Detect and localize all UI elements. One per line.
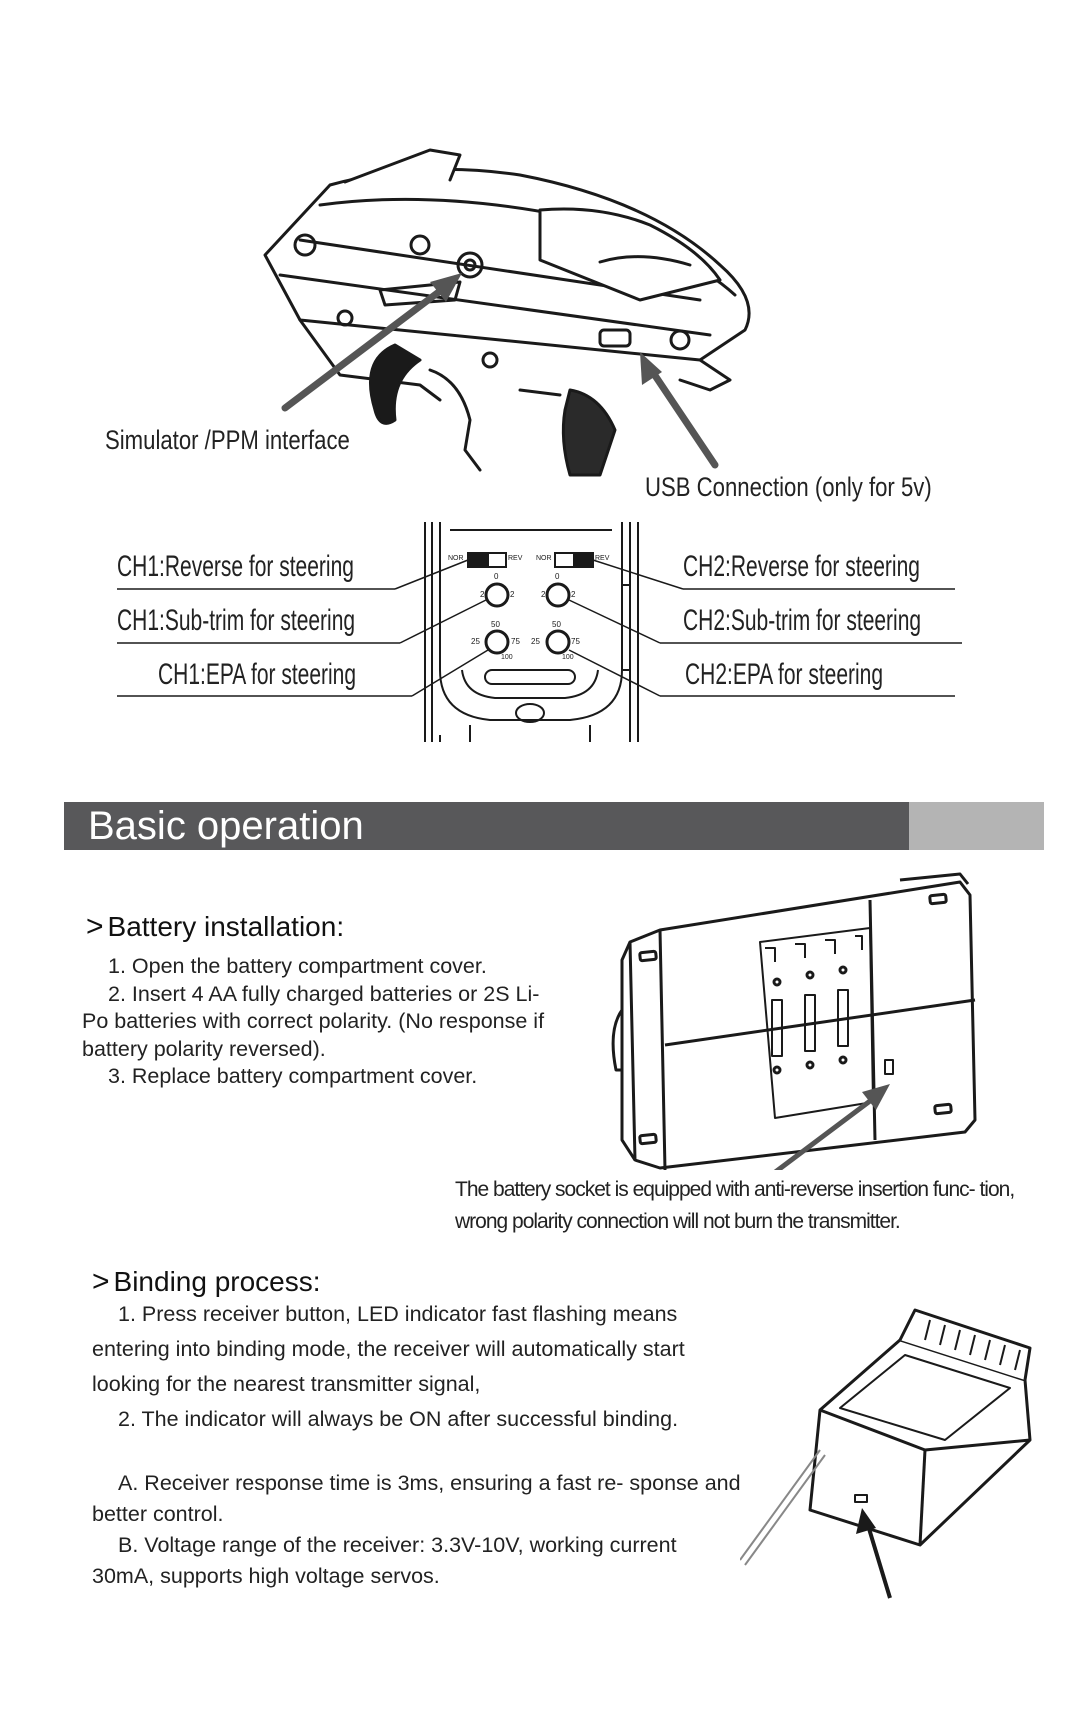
ch2-epa-mark-right: 75 [571, 637, 580, 646]
ch2-switch-nor: NOR [536, 555, 552, 562]
binding-step-2: 2. The indicator will always be ON after… [118, 1407, 679, 1431]
battery-step-2: 2. Insert 4 AA fully charged batteries o… [82, 981, 545, 1061]
battery-marker: > [86, 910, 104, 943]
ch2-epa-mark-top: 50 [552, 620, 561, 629]
ch2-subtrim-mark-top: 0 [555, 572, 560, 581]
section-title: Basic operation [88, 804, 364, 848]
ch2-epa-mark-left: 25 [531, 637, 540, 646]
ch1-subtrim-mark-right: 2 [510, 590, 515, 599]
binding-note-a: A. Receiver response time is 3ms, ensuri… [92, 1471, 741, 1526]
receiver-illustration [740, 1300, 1040, 1610]
ch2-reverse-label: CH2:Reverse for steering [683, 550, 920, 583]
receiver-drawing [740, 1308, 1032, 1599]
battery-step-3: 3. Replace battery compartment cover. [108, 1064, 478, 1088]
battery-note: The battery socket is equipped with anti… [455, 1178, 1015, 1233]
ch2-subtrim-label: CH2:Sub-trim for steering [683, 604, 922, 637]
binding-step-1: 1. Press receiver button, LED indicator … [92, 1302, 685, 1396]
ch1-epa-label: CH1:EPA for steering [158, 658, 357, 691]
banner-accent [909, 802, 1044, 850]
binding-notes: A. Receiver response time is 3ms, ensuri… [92, 1468, 742, 1592]
battery-heading: >Battery installation: [86, 910, 344, 944]
battery-compartment-illustration [600, 870, 980, 1170]
ch1-switch-rev: REV [508, 555, 523, 562]
ch1-epa-mark-right: 75 [511, 637, 520, 646]
battery-steps: 1. Open the battery compartment cover. 2… [82, 953, 562, 1091]
ch2-switch-rev: REV [595, 555, 610, 562]
transmitter-illustration: Simulator /PPM interface USB Connection … [0, 0, 1079, 520]
ch1-switch-nor: NOR [448, 555, 464, 562]
ch1-epa-mark-br: 100 [501, 654, 513, 661]
ch2-epa-label: CH2:EPA for steering [685, 658, 884, 691]
binding-marker: > [92, 1265, 110, 1298]
battery-drawing [611, 872, 977, 1170]
battery-step-1: 1. Open the battery compartment cover. [108, 954, 487, 978]
ch2-subtrim-mark-left: 2 [541, 590, 546, 599]
battery-heading-text: Battery installation: [107, 911, 345, 942]
transmitter-drawing [263, 148, 751, 477]
panel-drawing [117, 522, 962, 742]
ch1-subtrim-mark-left: 2 [480, 590, 485, 599]
ch1-epa-mark-left: 25 [471, 637, 480, 646]
simulator-callout: Simulator /PPM interface [105, 425, 350, 455]
ch1-subtrim-label: CH1:Sub-trim for steering [117, 604, 356, 637]
ch1-reverse-label: CH1:Reverse for steering [117, 550, 354, 583]
binding-note-b: B. Voltage range of the receiver: 3.3V-1… [92, 1533, 677, 1588]
binding-heading-text: Binding process: [113, 1266, 321, 1297]
ch2-epa-mark-br: 100 [562, 654, 574, 661]
ch1-subtrim-mark-top: 0 [494, 572, 499, 581]
binding-heading: >Binding process: [92, 1265, 321, 1299]
ch2-subtrim-mark-right: 2 [571, 590, 576, 599]
usb-callout: USB Connection (only for 5v) [645, 472, 932, 502]
channel-panel-diagram: NOR REV NOR REV 0 2 2 0 2 2 50 25 75 100… [0, 520, 1079, 760]
section-banner: Basic operation [64, 802, 1044, 850]
binding-steps: 1. Press receiver button, LED indicator … [92, 1297, 742, 1437]
ch1-epa-mark-top: 50 [491, 620, 500, 629]
